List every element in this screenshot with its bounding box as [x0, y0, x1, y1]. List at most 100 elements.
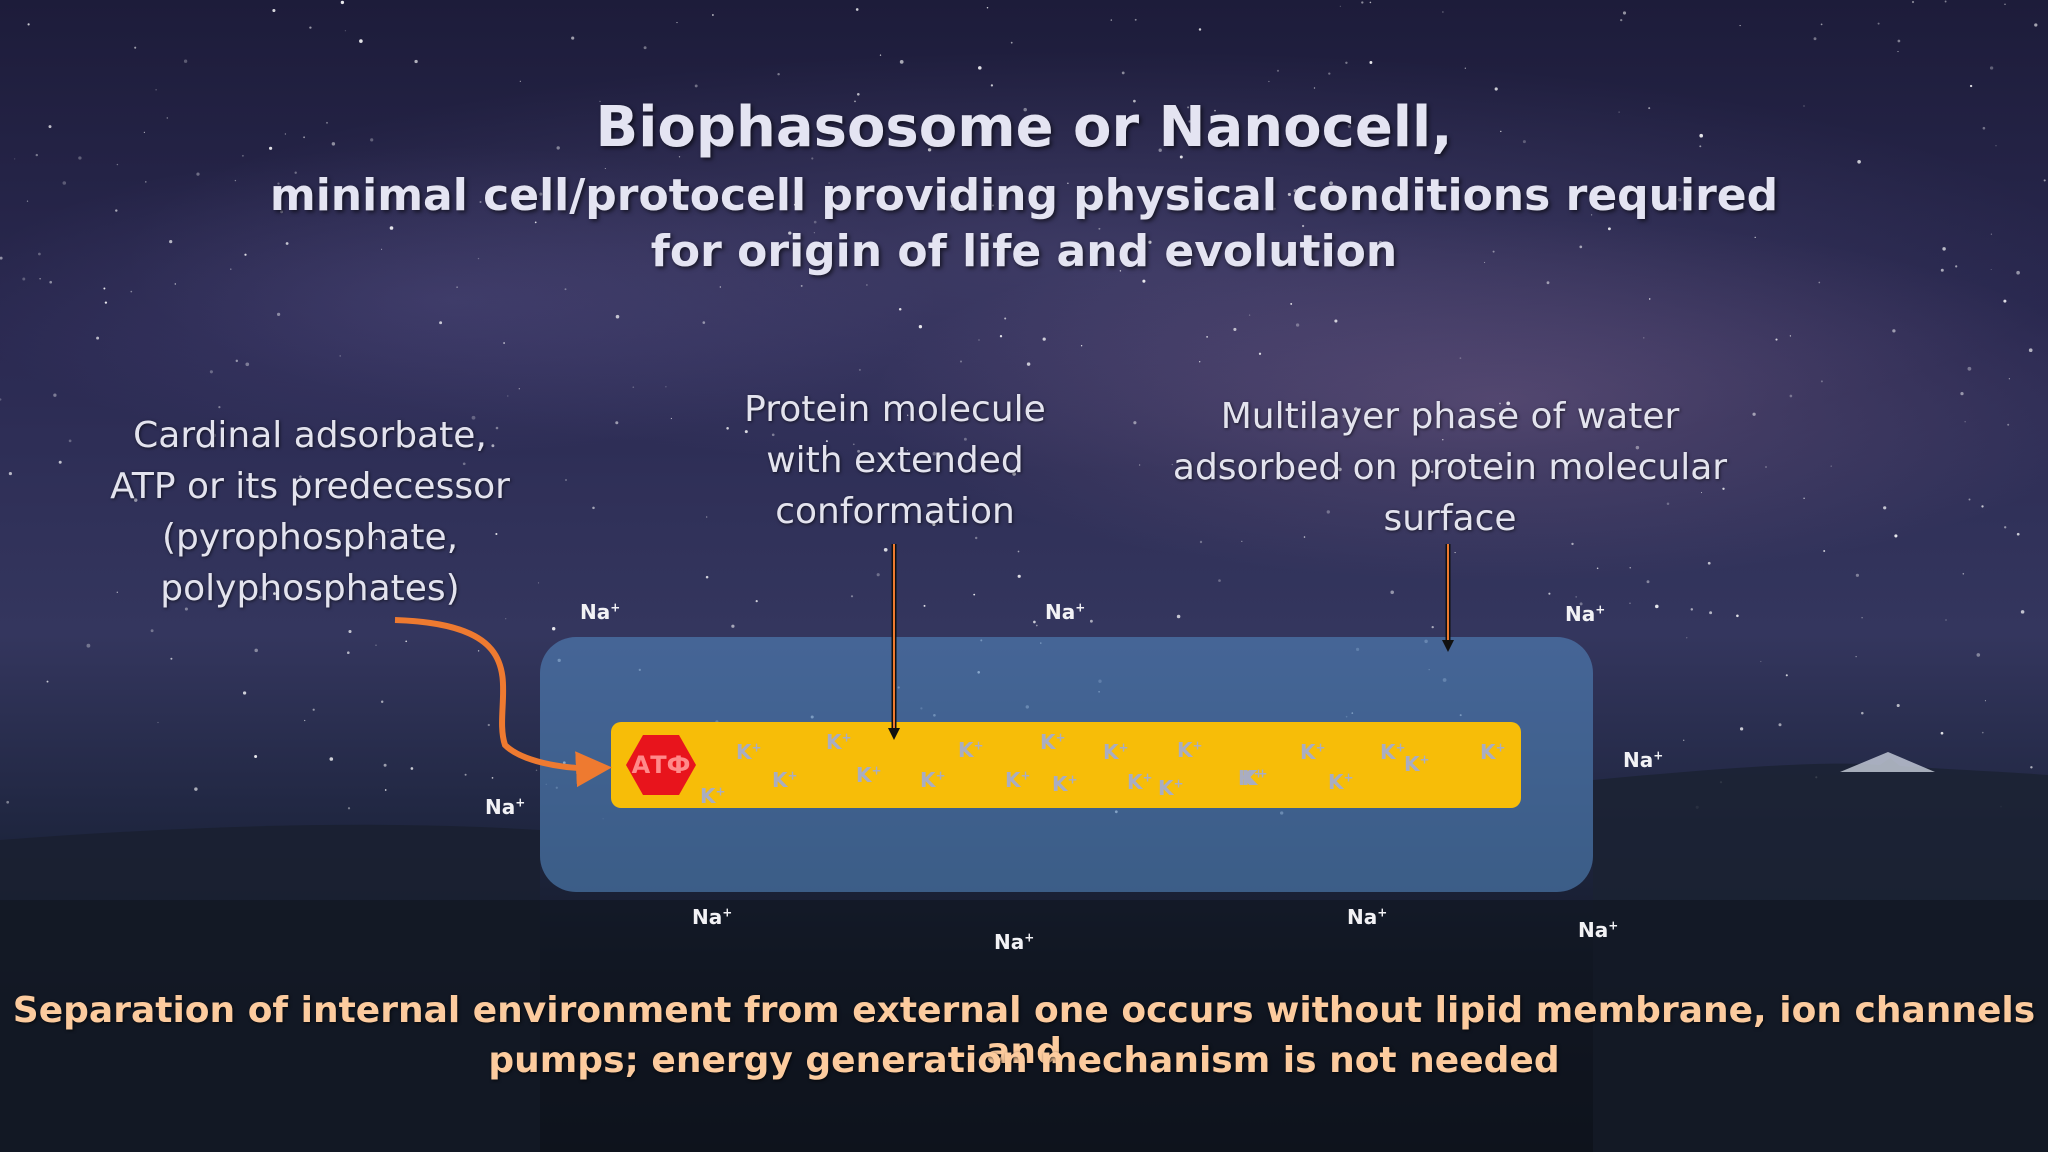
star: [1004, 317, 1007, 320]
star: [1494, 87, 1498, 91]
star: [1082, 217, 1086, 220]
water-pointer-arrow: [1442, 544, 1454, 652]
star: [53, 393, 57, 397]
sodium-ion-label: Na+: [1565, 602, 1606, 626]
star: [157, 721, 159, 724]
sodium-ion-label: Na+: [994, 930, 1035, 954]
star: [1198, 28, 1202, 31]
star: [477, 650, 480, 652]
star: [599, 100, 601, 103]
star: [1187, 106, 1190, 109]
star: [1775, 338, 1778, 341]
protein-label-line: conformation: [775, 491, 1015, 532]
star: [1789, 335, 1792, 337]
star: [477, 257, 480, 260]
star: [1823, 550, 1826, 552]
star: [389, 226, 394, 230]
potassium-ion-label: K+: [1040, 730, 1066, 754]
star: [1982, 126, 1986, 130]
star: [1969, 84, 1973, 88]
star: [273, 592, 276, 595]
star: [421, 580, 423, 582]
star: [1897, 39, 1901, 43]
star: [858, 368, 861, 371]
potassium-ion-label: K+: [772, 768, 798, 792]
star: [1962, 573, 1965, 575]
star: [1133, 99, 1136, 103]
star: [1158, 148, 1162, 152]
star: [1635, 445, 1640, 450]
star: [96, 336, 100, 340]
star: [410, 767, 414, 770]
protein-pointer-arrow: [888, 544, 900, 740]
star: [359, 39, 363, 43]
star: [35, 153, 38, 157]
star: [1067, 182, 1069, 184]
star: [1995, 145, 1997, 147]
star: [104, 301, 108, 304]
star: [2028, 348, 2033, 353]
star: [347, 651, 350, 654]
star: [1666, 502, 1670, 505]
star: [1047, 213, 1051, 218]
slide-title: Biophasosome or Nanocell,: [595, 95, 1453, 160]
potassium-ion-label: K+: [1005, 768, 1031, 792]
star: [1138, 464, 1141, 466]
protein-molecule-bar: [611, 722, 1521, 808]
star: [539, 192, 543, 196]
star: [339, 355, 342, 357]
star: [643, 46, 647, 50]
star: [329, 757, 334, 761]
star: [1622, 11, 1627, 15]
star: [978, 66, 982, 70]
potassium-ion-label: K+: [1127, 770, 1153, 794]
star: [879, 54, 882, 56]
cardinal-label-line: ATP or its predecessor: [110, 466, 510, 507]
star: [1345, 61, 1348, 64]
star: [284, 133, 287, 135]
star: [133, 498, 138, 502]
star: [705, 575, 709, 579]
star: [1778, 723, 1782, 727]
star: [299, 475, 302, 478]
star: [1035, 624, 1038, 627]
star: [670, 417, 673, 420]
star: [1000, 240, 1002, 242]
star: [1326, 510, 1330, 514]
star: [788, 231, 792, 235]
potassium-ion-label: K+: [826, 730, 852, 754]
star: [1677, 197, 1682, 202]
star: [1911, 0, 1915, 4]
star: [1454, 552, 1456, 554]
star: [1369, 61, 1373, 64]
potassium-ion-label: K+: [958, 738, 984, 762]
star: [1110, 19, 1113, 21]
slide-subtitle-line-2: for origin of life and evolution: [650, 226, 1398, 277]
protein-label-line: Protein molecule: [744, 389, 1046, 430]
atp-pointer-arrow: [394, 617, 612, 788]
star: [1334, 319, 1338, 323]
star: [303, 136, 305, 139]
star: [519, 80, 521, 82]
star: [27, 23, 30, 26]
star: [1820, 23, 1823, 26]
star: [737, 204, 739, 207]
star: [813, 220, 817, 224]
star: [1739, 727, 1744, 731]
star: [1499, 402, 1501, 405]
star: [719, 286, 721, 288]
star: [1098, 227, 1101, 230]
star: [866, 284, 868, 286]
star: [169, 239, 173, 244]
star: [487, 723, 490, 727]
star: [2020, 610, 2025, 614]
star: [1648, 298, 1651, 300]
star: [1179, 155, 1183, 159]
star: [1206, 336, 1208, 338]
star: [676, 22, 678, 24]
star: [907, 414, 909, 416]
star: [565, 479, 567, 481]
star: [1760, 660, 1762, 663]
